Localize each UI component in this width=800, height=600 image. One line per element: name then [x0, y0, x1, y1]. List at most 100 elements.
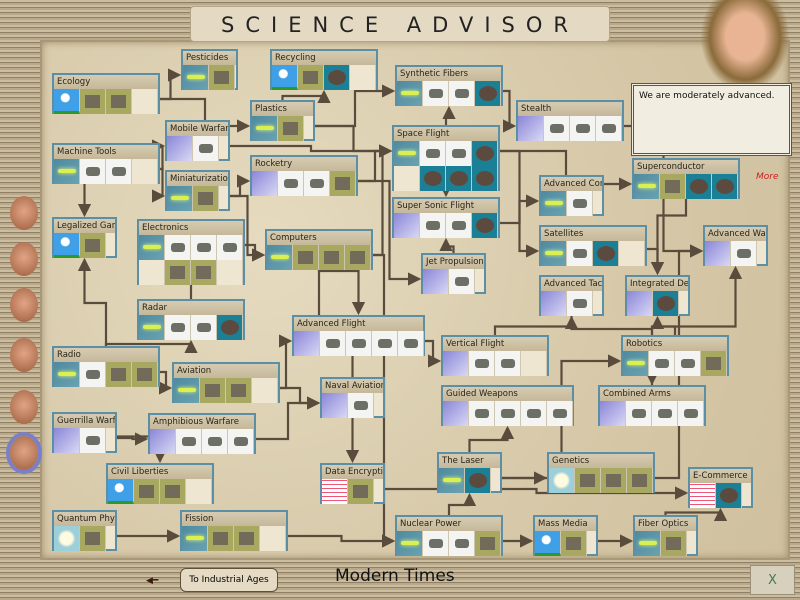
unit-icon[interactable]: [398, 331, 424, 356]
plane-icon[interactable]: [394, 141, 420, 166]
unit-icon[interactable]: [469, 401, 495, 426]
rocket-icon[interactable]: [443, 401, 469, 426]
rocket-icon[interactable]: [394, 213, 420, 238]
unit-icon[interactable]: [193, 136, 219, 161]
tech-data-encryption[interactable]: Data Encryption: [320, 463, 385, 504]
tech-space-flight[interactable]: Space Flight: [392, 125, 500, 191]
sun-icon[interactable]: [272, 65, 298, 90]
build-icon[interactable]: [661, 531, 687, 556]
unit-icon[interactable]: [678, 401, 704, 426]
plane-icon[interactable]: [634, 174, 660, 199]
build-icon[interactable]: [193, 186, 219, 211]
build-icon[interactable]: [561, 531, 587, 556]
build-icon[interactable]: [475, 531, 501, 556]
build-icon[interactable]: [208, 526, 234, 551]
tech-plastics[interactable]: Plastics: [250, 100, 315, 141]
build-icon[interactable]: [348, 479, 374, 504]
sun-icon[interactable]: [535, 531, 561, 556]
plane-icon[interactable]: [397, 81, 423, 106]
tech-mass-media[interactable]: Mass Media: [533, 515, 598, 556]
plane-icon[interactable]: [541, 241, 567, 266]
build-icon[interactable]: [134, 479, 160, 504]
tech-guided-weapons[interactable]: Guided Weapons: [441, 385, 574, 426]
plane-icon[interactable]: [139, 315, 165, 340]
unit-icon[interactable]: [80, 362, 106, 387]
plane-icon[interactable]: [252, 116, 278, 141]
unit-icon[interactable]: [165, 315, 191, 340]
rocket-icon[interactable]: [252, 171, 278, 196]
build-icon[interactable]: [319, 245, 345, 270]
build-icon[interactable]: [200, 378, 226, 403]
unit-icon[interactable]: [449, 269, 475, 294]
build-icon[interactable]: [165, 260, 191, 285]
rocket-icon[interactable]: [322, 393, 348, 418]
unit-icon[interactable]: [495, 351, 521, 376]
plane-icon[interactable]: [397, 531, 423, 556]
unit-icon[interactable]: [446, 141, 472, 166]
sun-icon[interactable]: [54, 89, 80, 114]
tech-super-sonic-flight[interactable]: Super Sonic Flight: [392, 197, 500, 238]
wonder-icon[interactable]: [472, 166, 498, 191]
unit-icon[interactable]: [731, 241, 757, 266]
tech-ecology[interactable]: Ecology: [52, 73, 160, 114]
plane-icon[interactable]: [623, 351, 649, 376]
unit-icon[interactable]: [191, 315, 217, 340]
plane-icon[interactable]: [541, 191, 567, 216]
rocket-icon[interactable]: [627, 291, 653, 316]
tech-e-commerce[interactable]: E-Commerce: [688, 467, 753, 508]
unit-icon[interactable]: [495, 401, 521, 426]
tech-the-laser[interactable]: The Laser: [437, 452, 502, 493]
unit-icon[interactable]: [420, 141, 446, 166]
unit-icon[interactable]: [106, 159, 132, 184]
unit-icon[interactable]: [191, 235, 217, 260]
unit-icon[interactable]: [521, 401, 547, 426]
wonder-icon[interactable]: [420, 166, 446, 191]
unit-icon[interactable]: [372, 331, 398, 356]
tech-advanced-com[interactable]: Advanced Com...: [539, 175, 604, 216]
unit-icon[interactable]: [423, 81, 449, 106]
rocket-icon[interactable]: [443, 351, 469, 376]
wonder-icon[interactable]: [324, 65, 350, 90]
build-icon[interactable]: [701, 351, 727, 376]
unit-icon[interactable]: [217, 235, 243, 260]
wonder-icon[interactable]: [472, 213, 498, 238]
rocket-icon[interactable]: [518, 116, 544, 141]
unit-icon[interactable]: [446, 213, 472, 238]
build-icon[interactable]: [226, 378, 252, 403]
tech-naval-aviation[interactable]: Naval Aviation: [320, 377, 385, 418]
chart-icon[interactable]: [322, 479, 348, 504]
plane-icon[interactable]: [182, 526, 208, 551]
tech-integrated-defe[interactable]: Integrated Defe...: [625, 275, 690, 316]
tech-machine-tools[interactable]: Machine Tools: [52, 143, 160, 184]
wonder-icon[interactable]: [472, 141, 498, 166]
unit-icon[interactable]: [547, 401, 573, 426]
plane-icon[interactable]: [439, 468, 465, 493]
tech-jet-propulsion[interactable]: Jet Propulsion: [421, 253, 486, 294]
plane-icon[interactable]: [267, 245, 293, 270]
tech-pesticides[interactable]: Pesticides: [181, 49, 238, 90]
unit-icon[interactable]: [176, 429, 202, 454]
tech-recycling[interactable]: Recycling: [270, 49, 378, 90]
unit-icon[interactable]: [348, 393, 374, 418]
build-icon[interactable]: [132, 362, 158, 387]
plane-icon[interactable]: [174, 378, 200, 403]
build-icon[interactable]: [293, 245, 319, 270]
tech-stealth[interactable]: Stealth: [516, 100, 624, 141]
tech-guerrilla-warfar[interactable]: Guerrilla Warfar...: [52, 412, 117, 453]
unit-icon[interactable]: [469, 351, 495, 376]
unit-icon[interactable]: [596, 116, 622, 141]
tech-civil-liberties[interactable]: Civil Liberties: [106, 463, 214, 504]
unit-icon[interactable]: [346, 331, 372, 356]
tech-nuclear-power[interactable]: Nuclear Power: [395, 515, 503, 556]
unit-icon[interactable]: [320, 331, 346, 356]
build-icon[interactable]: [209, 65, 235, 90]
unit-icon[interactable]: [80, 159, 106, 184]
tech-fission[interactable]: Fission: [180, 510, 288, 551]
tech-superconductor[interactable]: Superconductor: [632, 158, 740, 199]
rocket-icon[interactable]: [541, 291, 567, 316]
rocket-icon[interactable]: [150, 429, 176, 454]
unit-icon[interactable]: [278, 171, 304, 196]
unit-icon[interactable]: [649, 351, 675, 376]
unit-icon[interactable]: [202, 429, 228, 454]
build-icon[interactable]: [601, 468, 627, 493]
